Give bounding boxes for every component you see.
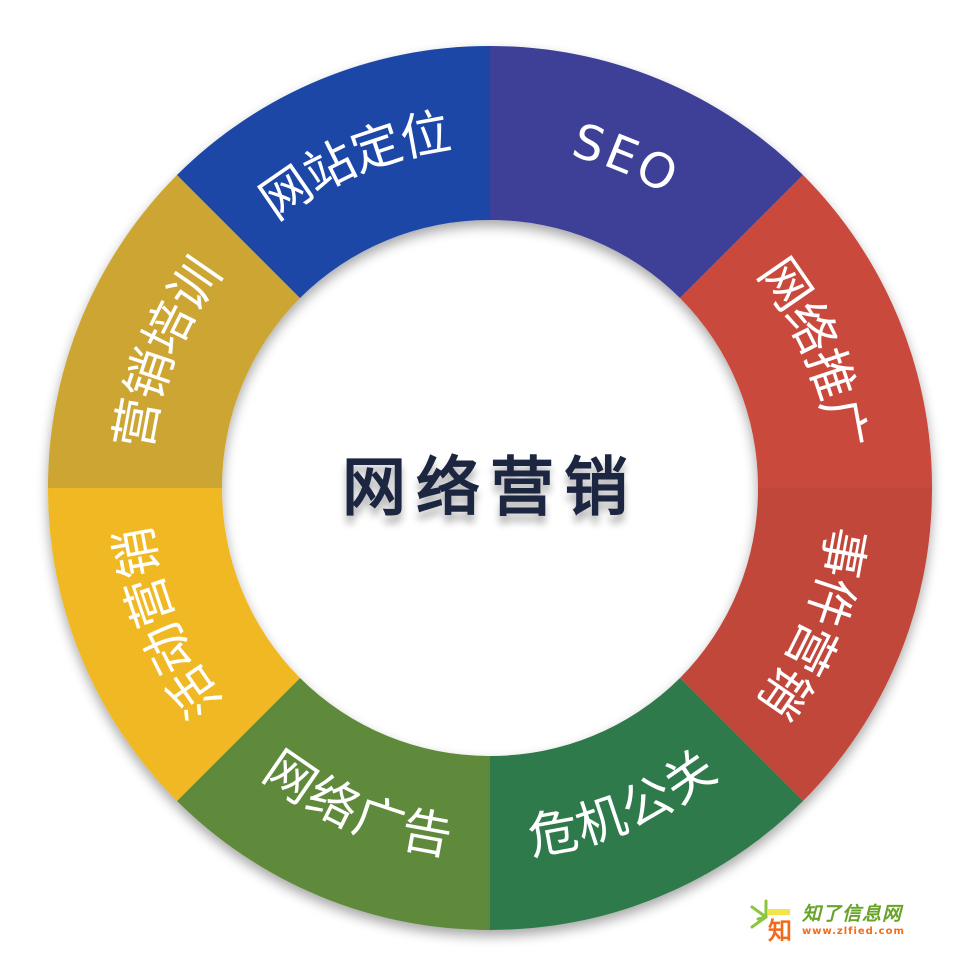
- watermark-logo-icon: 知: [748, 897, 798, 945]
- segment-network-promotion[interactable]: [680, 175, 933, 488]
- segment-marketing-training[interactable]: [47, 175, 300, 488]
- watermark-name: 知了信息网: [802, 903, 903, 925]
- segment-event-activity-marketing[interactable]: [47, 488, 300, 801]
- segment-seo[interactable]: [490, 45, 803, 298]
- svg-text:知: 知: [768, 917, 792, 945]
- watermark-url: www.zlfied.com: [802, 926, 905, 937]
- watermark: 知 知了信息网 www.zlfied.com: [748, 895, 948, 947]
- segment-event-marketing[interactable]: [680, 488, 933, 801]
- segment-website-positioning[interactable]: [177, 45, 490, 298]
- segment-network-ads[interactable]: [177, 678, 490, 931]
- center-title: 网络营销: [342, 452, 638, 526]
- ring-segments: [47, 45, 933, 931]
- segment-crisis-pr[interactable]: [490, 678, 803, 931]
